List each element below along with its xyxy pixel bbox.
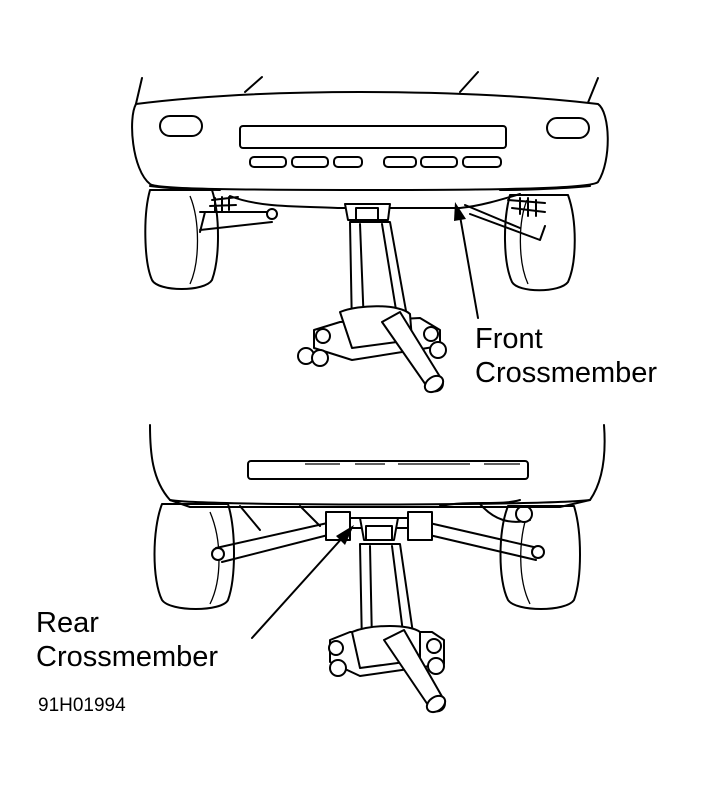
rear-crossmember-label: Rear Crossmember: [36, 606, 218, 674]
front-bumper-lower-edge: [150, 186, 590, 190]
front-left-tire: [145, 190, 218, 289]
front-grille-opening: [240, 126, 506, 148]
front-crossmember-label: Front Crossmember: [475, 322, 657, 390]
front-floor-jack: [298, 222, 446, 395]
rear-jack-saddle: [366, 526, 392, 540]
front-left-driveshaft: [210, 197, 238, 212]
rear-right-bracket: [408, 512, 432, 540]
front-right-tire: [505, 195, 575, 290]
front-crossmember-leader-line: [460, 216, 478, 318]
figure-code: 91H01994: [38, 695, 126, 716]
rear-underbody-detail: [240, 500, 530, 530]
rear-right-damper-mount: [516, 506, 532, 522]
front-right-driveshaft: [508, 198, 545, 216]
front-label-line2: Crossmember: [475, 357, 658, 389]
front-right-fog-lamp: [547, 118, 589, 138]
rear-left-suspension-arm: [216, 522, 332, 562]
front-lower-vents: [250, 157, 501, 167]
rear-license-recess: [248, 461, 528, 479]
front-label-line1: Front: [475, 323, 543, 355]
rear-vehicle-view: [150, 425, 605, 715]
front-crossmember-arrowhead: [454, 202, 466, 221]
front-crossmember-underside: [230, 194, 520, 208]
front-left-ball-joint: [267, 209, 277, 219]
rear-body-sill: [170, 500, 590, 507]
rear-label-line1: Rear: [36, 607, 99, 639]
rear-crossmember-leader-line: [252, 536, 344, 638]
rear-floor-jack: [329, 518, 448, 715]
front-left-fog-lamp: [160, 116, 202, 136]
front-left-control-arm: [200, 212, 272, 232]
front-right-control-arm: [465, 205, 545, 240]
rear-right-bushing: [532, 546, 544, 558]
front-vehicle-view: [132, 72, 608, 395]
rear-crossmember-arrowhead: [336, 525, 354, 545]
rear-body-outline: [150, 425, 605, 505]
rear-left-bushing: [212, 548, 224, 560]
front-body-outline: [135, 72, 598, 110]
rear-right-suspension-arm: [425, 522, 538, 560]
front-saddle-block: [356, 208, 378, 220]
rear-label-line2: Crossmember: [36, 641, 219, 673]
